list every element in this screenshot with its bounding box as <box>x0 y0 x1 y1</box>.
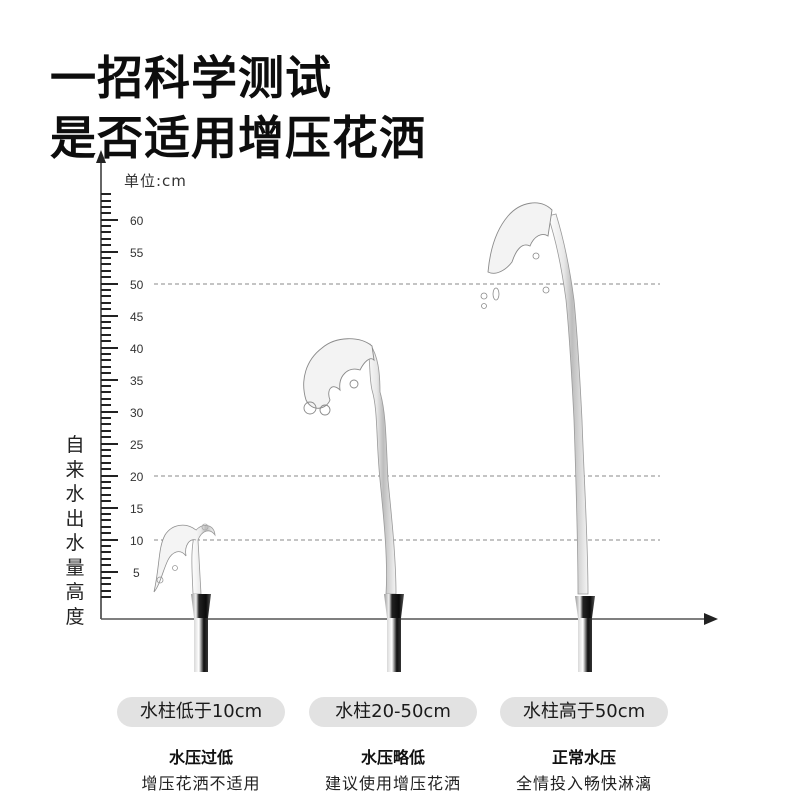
caption-title-3: 正常水压 <box>551 748 616 767</box>
water-jet-2 <box>303 338 397 595</box>
category-pill-2: 水柱20-50cm <box>309 697 477 727</box>
page-title-line-2: 是否适用增压花洒 <box>50 111 426 165</box>
tick-40: 40 <box>130 342 144 356</box>
tick-35: 35 <box>130 374 144 388</box>
tick-25: 25 <box>130 438 144 452</box>
caption-title-2: 水压略低 <box>360 748 425 767</box>
caption-title-1: 水压过低 <box>168 748 233 767</box>
category-pill-1: 水柱低于10cm <box>117 697 285 727</box>
tick-10: 10 <box>130 534 144 548</box>
category-pill-3: 水柱高于50cm <box>500 697 668 727</box>
nozzle-1 <box>191 594 211 672</box>
tick-50: 50 <box>130 278 144 292</box>
nozzle-3 <box>575 596 595 672</box>
caption-subtitle-2: 建议使用增压花洒 <box>324 774 461 793</box>
tick-5: 5 <box>133 566 140 580</box>
x-axis <box>101 613 718 625</box>
caption-subtitle-1: 增压花洒不适用 <box>141 774 261 793</box>
tick-labels: 60 55 50 45 40 35 30 25 20 15 10 5 <box>130 214 144 580</box>
tick-55: 55 <box>130 246 144 260</box>
tick-30: 30 <box>130 406 144 420</box>
tick-45: 45 <box>130 310 144 324</box>
caption-subtitle-3: 全情投入畅快淋漓 <box>515 774 652 793</box>
page-title-line-1: 一招科学测试 <box>50 51 332 105</box>
nozzle-2 <box>384 594 404 672</box>
y-axis-label: 自来水出水量高度 <box>65 434 85 628</box>
water-jet-1 <box>153 523 216 595</box>
tick-20: 20 <box>130 470 144 484</box>
water-jet-3 <box>480 202 589 595</box>
tick-60: 60 <box>130 214 144 228</box>
tick-15: 15 <box>130 502 144 516</box>
unit-label: 单位:cm <box>124 172 187 190</box>
y-axis <box>96 150 106 619</box>
ruler-ticks <box>101 193 118 598</box>
